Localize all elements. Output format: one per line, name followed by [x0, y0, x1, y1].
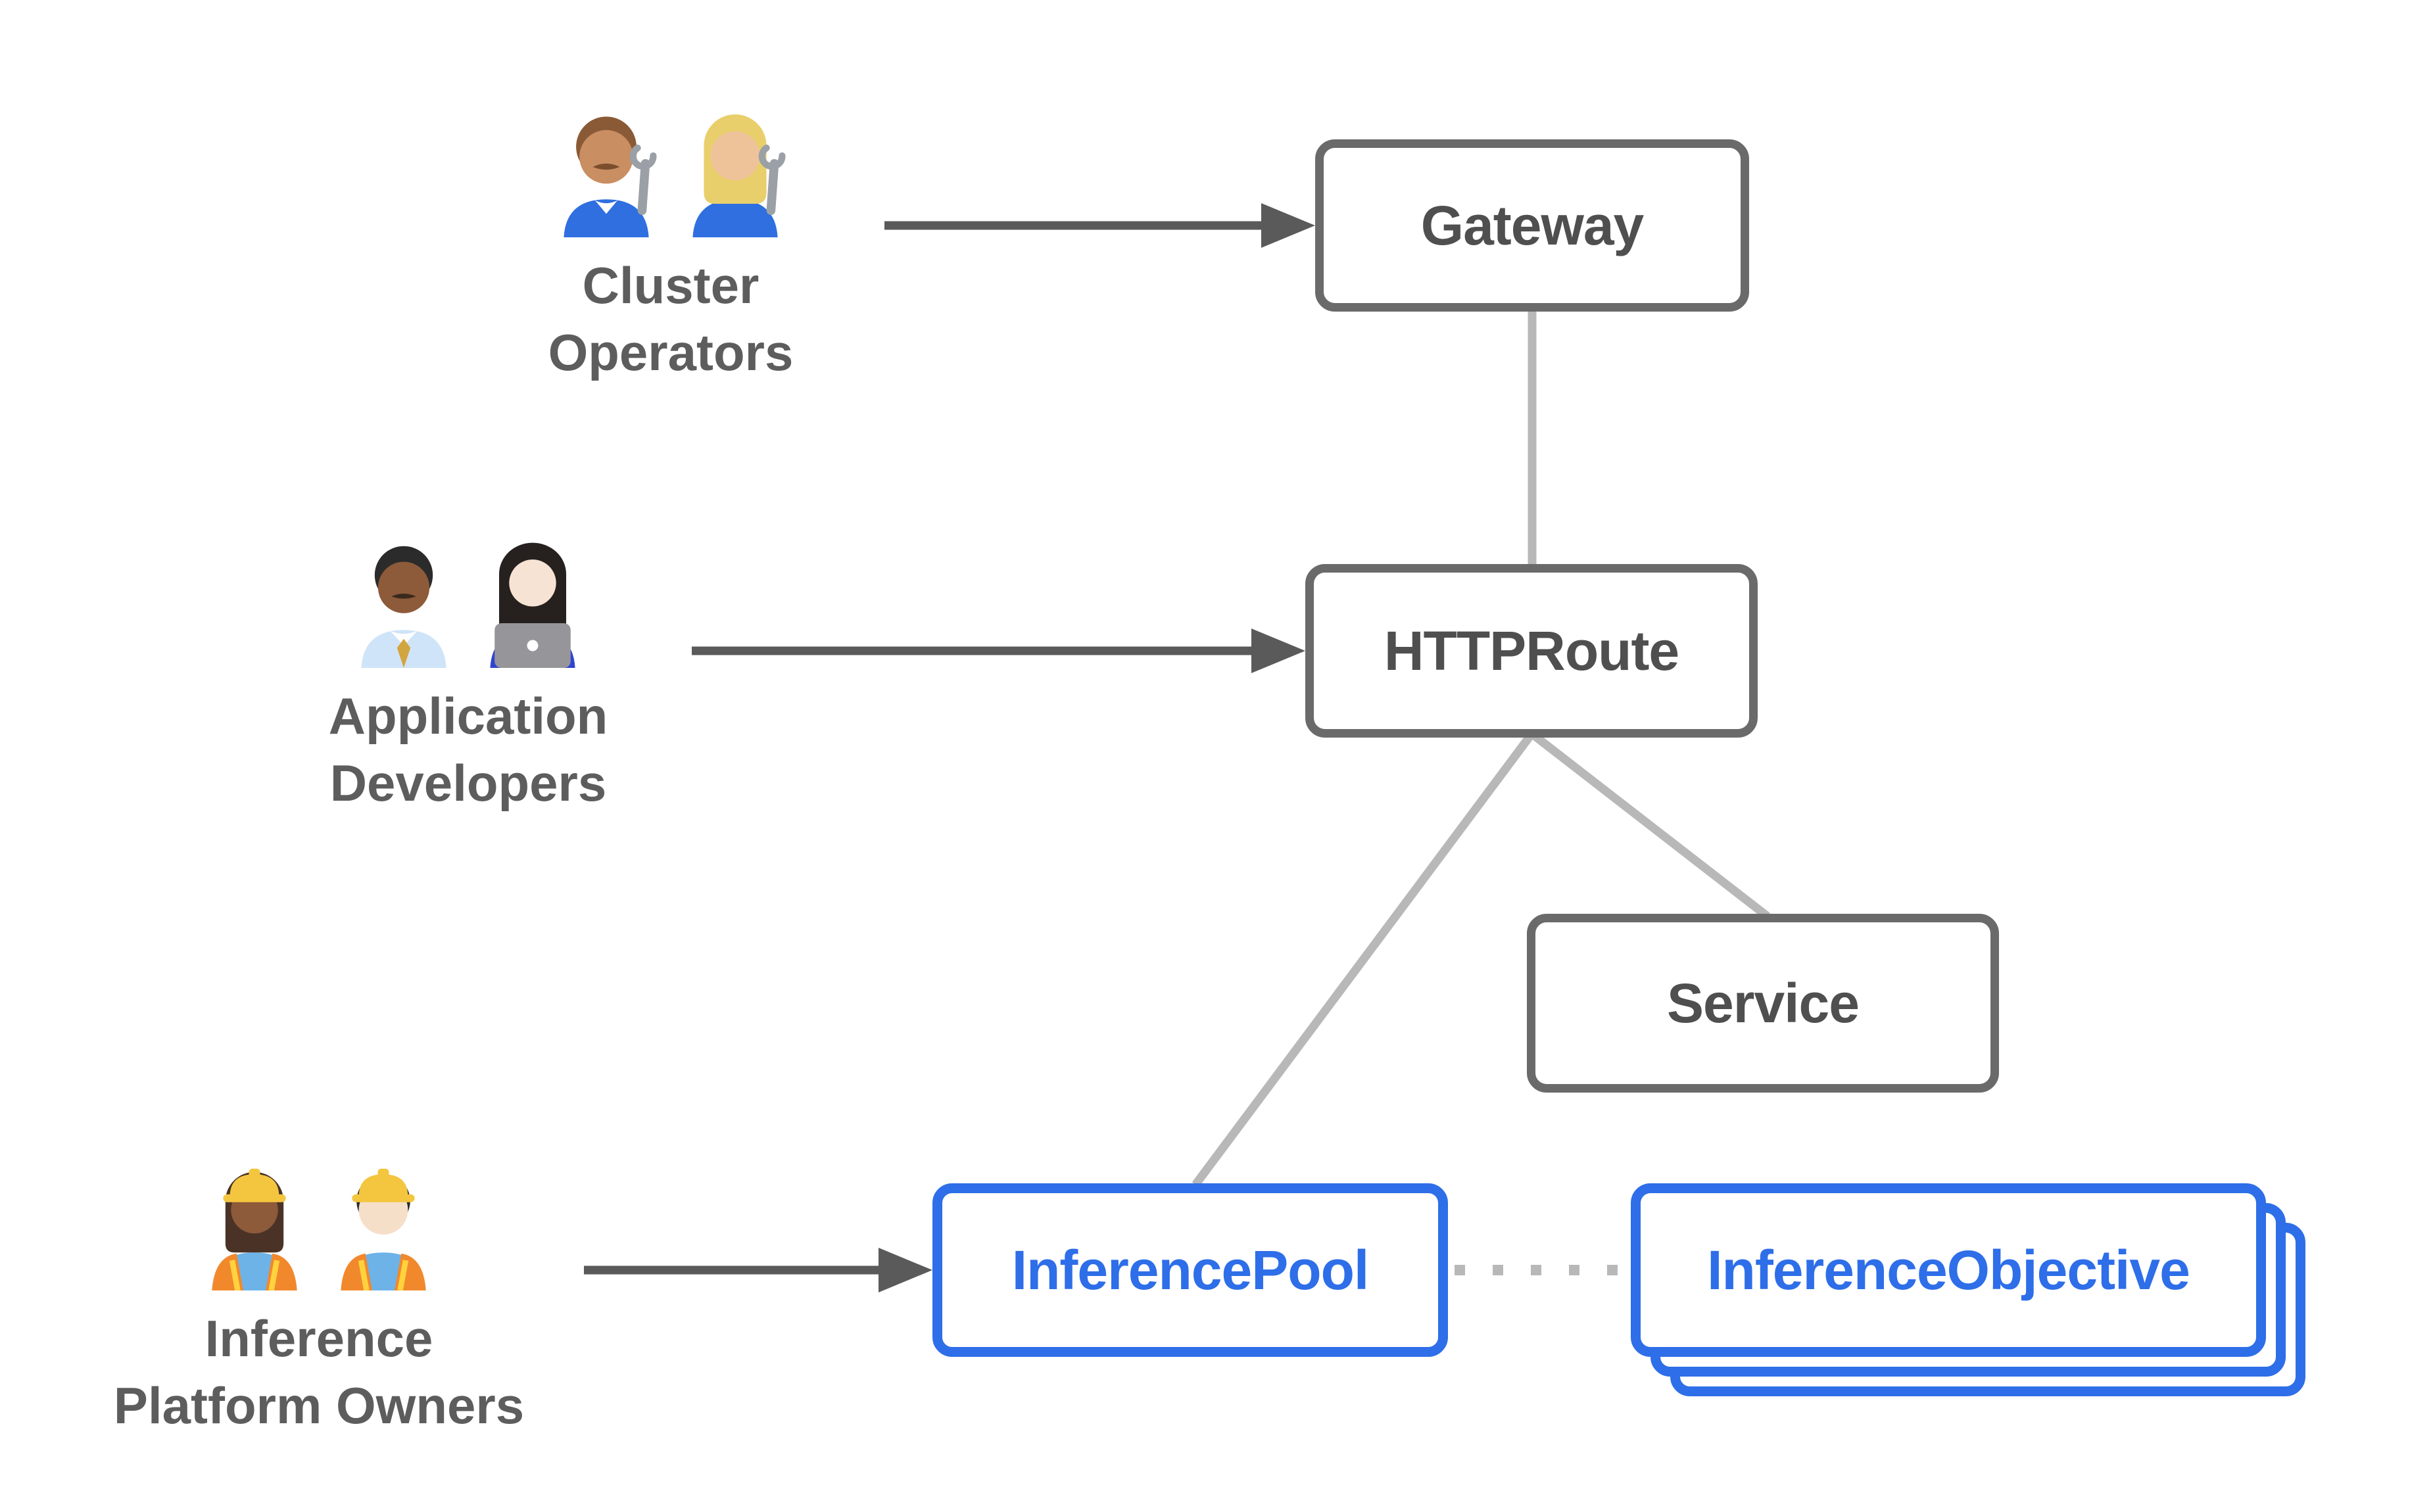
connector-httproute-service [1531, 731, 1770, 920]
inference-pool-label: InferencePool [1011, 1239, 1369, 1301]
man-construction-worker-emoji [341, 1168, 426, 1290]
inference-pool-node: InferencePool [932, 1183, 1448, 1357]
persona-inference-platform-owners: Inference Platform Owners [79, 1145, 559, 1439]
inference-platform-owners-emojis [199, 1145, 439, 1290]
woman-construction-worker-emoji [212, 1168, 297, 1290]
arrowhead-inferencepool [879, 1248, 932, 1292]
inference-objective-node: InferenceObjective [1631, 1183, 2266, 1357]
connector-httproute-inferencepool [1192, 732, 1535, 1187]
arrowhead-gateway [1261, 203, 1315, 248]
woman-mechanic-emoji [692, 114, 786, 237]
gateway-node: Gateway [1315, 139, 1749, 312]
cluster-operators-label: Cluster Operators [548, 256, 794, 381]
service-label: Service [1667, 972, 1860, 1034]
httproute-node: HTTPRoute [1305, 564, 1758, 738]
persona-cluster-operators: Cluster Operators [434, 92, 907, 386]
service-node: Service [1527, 914, 1999, 1093]
gateway-label: Gateway [1420, 194, 1645, 256]
cluster-operators-emojis [550, 92, 791, 237]
application-developers-emojis [348, 523, 589, 668]
inference-objective-stack: InferenceObjective [1631, 1183, 2308, 1400]
woman-technologist-emoji [490, 542, 575, 668]
man-mechanic-emoji [564, 116, 657, 237]
persona-application-developers: Application Developers [231, 523, 705, 816]
application-developers-label: Application Developers [328, 687, 608, 812]
man-office-worker-emoji [361, 546, 446, 668]
inference-objective-label: InferenceObjective [1707, 1239, 2190, 1301]
arrowhead-httproute [1251, 628, 1305, 673]
inference-platform-owners-label: Inference Platform Owners [113, 1310, 525, 1434]
httproute-label: HTTPRoute [1384, 619, 1679, 682]
